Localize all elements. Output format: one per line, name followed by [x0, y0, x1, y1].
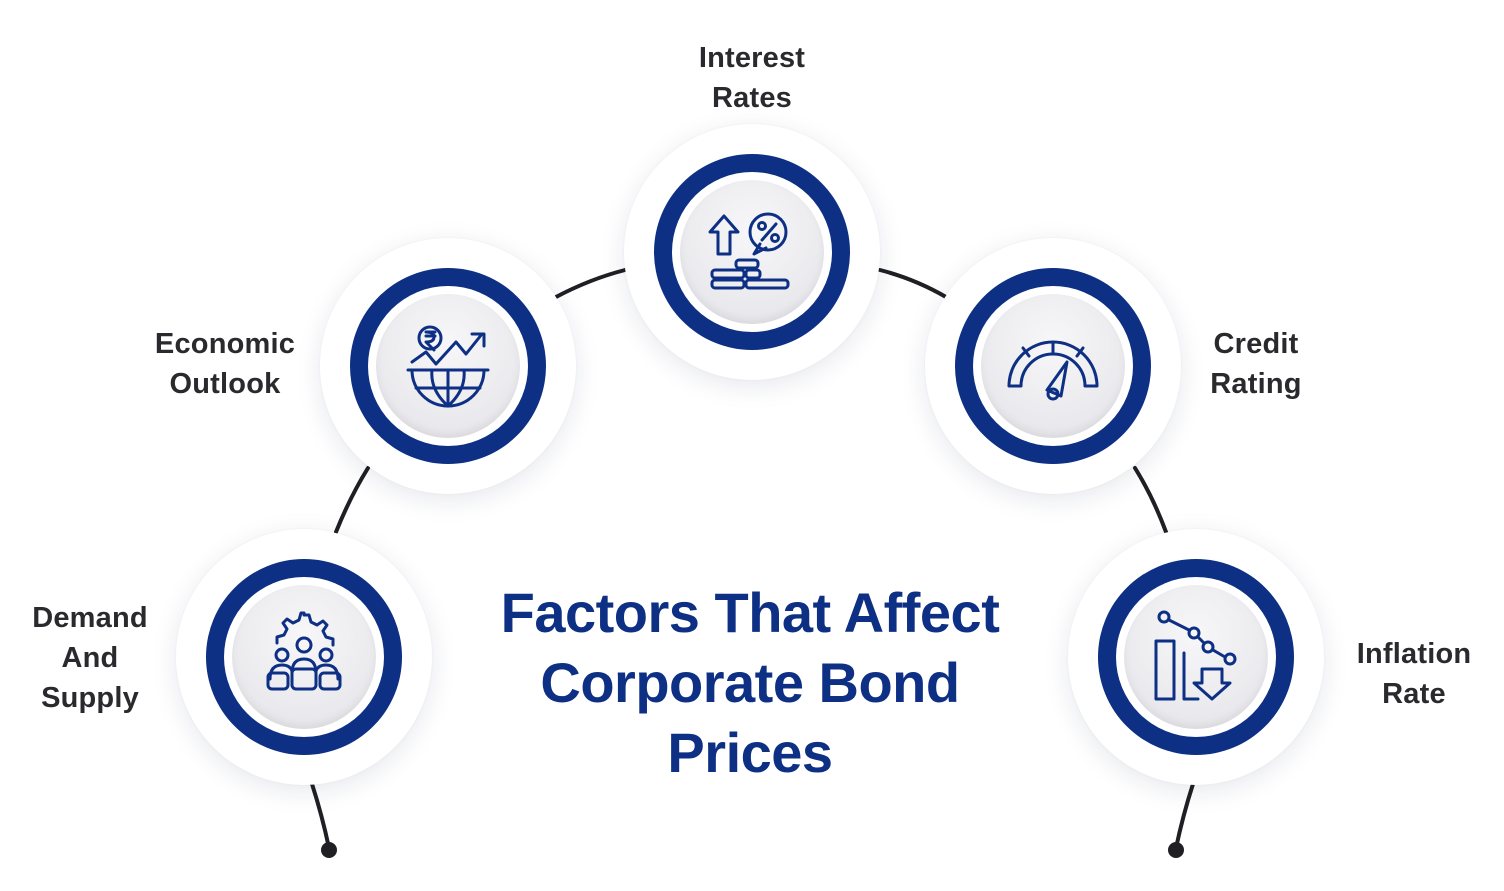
factor-label-interest-rates: Interest Rates [698, 42, 806, 114]
team-gear-icon [266, 611, 342, 691]
connector-left-lower [334, 466, 370, 534]
factor-label-credit-rating: Credit Rating [1210, 328, 1302, 400]
diagram-title: Factors That Affect Corporate Bond Price… [500, 581, 1000, 784]
connector-bottom-left [310, 782, 331, 850]
factor-label-demand-supply: Demand And Supply [32, 602, 148, 714]
factor-label-economic-outlook: Economic Outlook [154, 328, 296, 400]
speedometer-gauge-icon [1007, 340, 1099, 401]
connector-left-upper [554, 268, 627, 299]
endpoint-dot-left [321, 842, 337, 858]
declining-chart-icon [1154, 610, 1237, 701]
factor-label-inflation-rate: Inflation Rate [1356, 638, 1472, 710]
interest-rate-up-coins-icon [708, 212, 790, 290]
connector-bottom-right [1174, 782, 1195, 850]
connector-right-upper [878, 268, 948, 299]
globe-rupee-growth-icon [406, 325, 490, 408]
connector-right-lower [1133, 466, 1168, 534]
endpoint-dot-right [1168, 842, 1184, 858]
